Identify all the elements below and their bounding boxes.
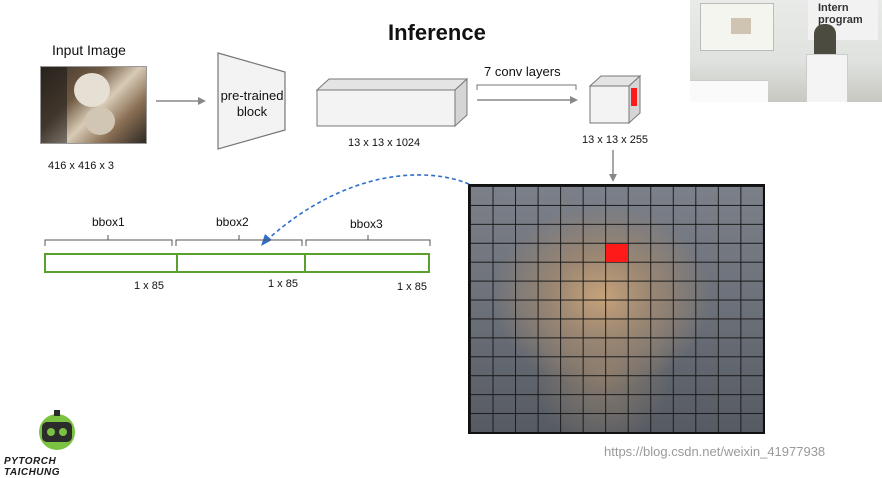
conv-layers-label: 7 conv layers: [484, 64, 561, 79]
grid-lines: [470, 186, 763, 432]
bbox-braces: [44, 234, 432, 248]
bbox2-size: 1 x 85: [268, 278, 298, 290]
arrow-input-to-block: [156, 96, 206, 106]
grid-image: [468, 184, 765, 434]
arrow-cube-to-grid: [608, 150, 618, 182]
watermark-url: https://blog.csdn.net/weixin_41977938: [604, 444, 825, 459]
pytorch-taichung-logo: PYTORCH TAICHUNG: [2, 410, 114, 470]
input-image-dims: 416 x 416 x 3: [48, 160, 114, 172]
diagram-title: Inference: [388, 20, 486, 46]
bbox2-segment: [176, 255, 304, 271]
video-banner-text: Intern program: [818, 2, 863, 26]
pretrained-block-label: pre-trained block: [220, 88, 284, 120]
logo-text: PYTORCH TAICHUNG: [4, 456, 114, 478]
bbox1-segment: [46, 255, 176, 271]
bbox1-label: bbox1: [92, 215, 125, 229]
speaker-video-thumbnail: Intern program: [690, 0, 882, 102]
pretrained-block-label-line2: block: [220, 104, 284, 120]
pretrained-block-label-line1: pre-trained: [220, 88, 284, 104]
input-image-label: Input Image: [52, 42, 126, 58]
bbox-vector-bar: [44, 253, 430, 273]
feature-block-dims: 13 x 13 x 1024: [348, 137, 420, 149]
bbox3-size: 1 x 85: [397, 281, 427, 293]
bbox2-label: bbox2: [216, 215, 249, 229]
feature-block-shape: [315, 77, 470, 129]
input-image-photo: [40, 66, 147, 144]
bbox3-label: bbox3: [350, 217, 383, 231]
highlighted-grid-cell: [606, 244, 628, 262]
output-cube-shape: [588, 74, 644, 126]
bbox1-size: 1 x 85: [134, 280, 164, 292]
bbox3-segment: [304, 255, 428, 271]
conv-layers-arrow: [476, 82, 580, 106]
output-cube-dims: 13 x 13 x 255: [582, 134, 648, 146]
